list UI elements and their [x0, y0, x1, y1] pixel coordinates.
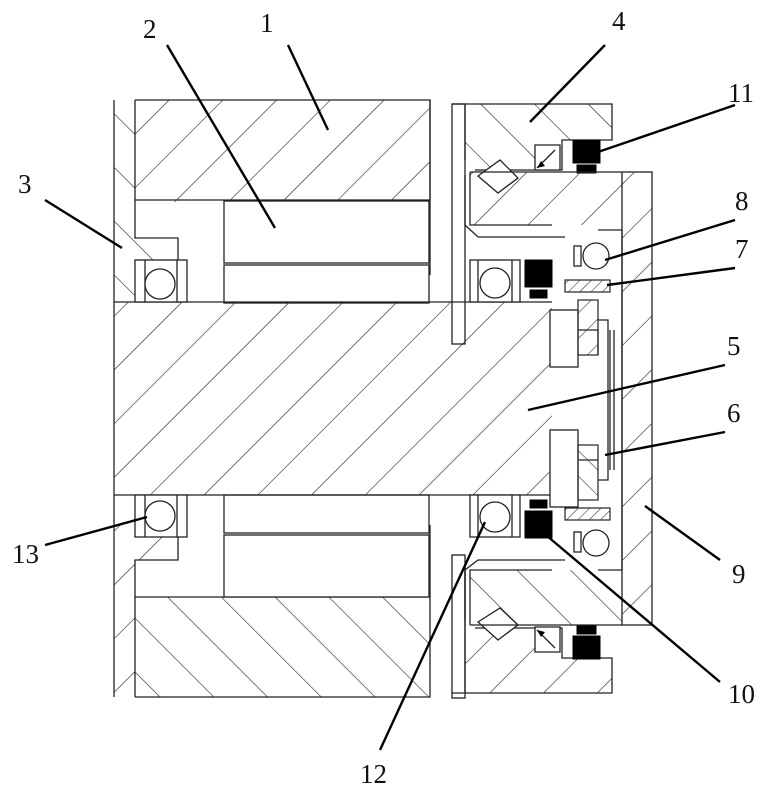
label-1: 1 [260, 8, 274, 38]
end-cover-part-9 [598, 171, 653, 626]
ring-part-7 [564, 279, 611, 521]
bearing-part-12-lower [469, 494, 521, 538]
label-2: 2 [143, 14, 157, 44]
bearing-part-12-upper [469, 259, 521, 303]
label-8: 8 [735, 186, 749, 216]
label-3: 3 [18, 169, 32, 199]
label-10: 10 [728, 679, 755, 709]
armature-lower [464, 559, 622, 626]
label-12: 12 [360, 759, 387, 789]
armature-upper [464, 171, 622, 238]
leader-lines [44, 44, 736, 751]
label-9: 9 [732, 559, 746, 589]
label-6: 6 [727, 398, 741, 428]
seal-part-11 [572, 139, 601, 660]
stator-part-2 [223, 200, 430, 598]
bearing-part-13-lower [134, 494, 188, 538]
block-part-6 [577, 299, 599, 501]
label-13: 13 [12, 539, 39, 569]
label-5: 5 [727, 331, 741, 361]
shaft-part-5 [113, 301, 599, 508]
end-cover-part-3 [113, 100, 179, 697]
ball-part-8 [573, 242, 610, 557]
label-4: 4 [612, 6, 626, 36]
housing-part-1 [135, 99, 431, 275]
seal-part-10 [524, 259, 553, 539]
label-11: 11 [728, 78, 754, 108]
label-7: 7 [735, 234, 749, 264]
bearing-part-13-upper [134, 259, 188, 303]
